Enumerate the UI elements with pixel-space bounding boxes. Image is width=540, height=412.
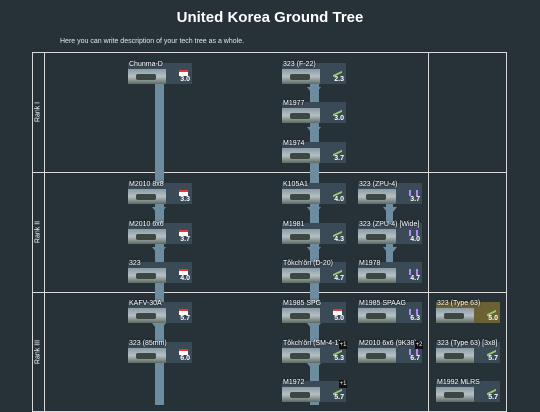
vehicle-card-kafv-30a[interactable]: KAFV-30A 5.7 [128, 300, 192, 323]
vehicle-thumbnail [282, 348, 320, 363]
vehicle-thumbnail [128, 69, 166, 84]
vehicle-thumbnail [282, 229, 320, 244]
light-tank-icon [179, 349, 188, 355]
spaa-icon [409, 349, 418, 355]
vehicle-thumbnail [128, 268, 166, 283]
vehicle-thumbnail [282, 108, 320, 123]
vehicle-card-tokchon-d20[interactable]: Tŏkch'ŏn (D-20) 4.7 [282, 260, 346, 283]
vehicle-card-323-zpu4[interactable]: 323 (ZPU-4) 3.7 [358, 181, 422, 204]
vehicle-thumbnail [358, 268, 396, 283]
vehicle-card-323-zpu4-wide[interactable]: 323 (ZPU-4) [Wide] 4.0 [358, 221, 422, 244]
vehicle-thumbnail [282, 148, 320, 163]
spaa-icon [409, 309, 418, 315]
vehicle-card-323-type63-3x8[interactable]: 323 (Type 63) [3x8] 5.7 [436, 340, 500, 363]
arrow-down-icon [307, 247, 321, 256]
vehicle-thumbnail [436, 308, 474, 323]
f22-line-connector [310, 84, 319, 405]
vehicle-card-323-85mm[interactable]: 323 (85mm) 6.0 [128, 340, 192, 363]
rank-label-2: Rank II [34, 220, 42, 244]
rank-label-3: Rank III [34, 339, 42, 365]
vehicle-card-m1977[interactable]: M1977 3.0 [282, 100, 346, 123]
folder-count-badge: +2 [415, 341, 423, 349]
vehicle-thumbnail [282, 189, 320, 204]
vehicle-thumbnail [436, 387, 474, 402]
vehicle-card-323-type63[interactable]: 323 (Type 63) 5.0 [436, 300, 500, 323]
vehicle-card-m1992-mlrs[interactable]: M1992 MLRS 5.7 [436, 379, 500, 402]
arrow-down-icon [152, 207, 166, 216]
arrow-down-icon [383, 207, 397, 216]
vehicle-thumbnail [282, 268, 320, 283]
arrow-down-icon [383, 247, 397, 256]
vehicle-thumbnail [436, 348, 474, 363]
page-title: United Korea Ground Tree [176, 9, 364, 26]
vehicle-card-m1974[interactable]: M1974 3.7 [282, 140, 346, 163]
folder-count-badge: +1 [339, 341, 347, 349]
arrow-down-icon [307, 207, 321, 216]
premium-column-divider [428, 52, 429, 412]
vehicle-thumbnail [358, 348, 396, 363]
arrow-down-icon [307, 323, 321, 332]
light-tank-icon [179, 269, 188, 275]
light-tank-icon [333, 309, 342, 315]
rank-label-1: Rank I [34, 101, 42, 123]
vehicle-card-m1985-spg[interactable]: M1985 SPG 5.0 [282, 300, 346, 323]
light-tank-icon [179, 70, 188, 76]
arrow-down-icon [307, 363, 321, 372]
vehicle-thumbnail [128, 229, 166, 244]
vehicle-thumbnail [358, 308, 396, 323]
tree-description: Here you can write description of your t… [60, 38, 245, 45]
vehicle-thumbnail [282, 387, 320, 402]
vehicle-card-m2010-8x8[interactable]: M2010 8x8 3.3 [128, 181, 192, 204]
chunma-line-connector [155, 84, 164, 405]
light-tank-icon [179, 309, 188, 315]
vehicle-card-m1972[interactable]: M1972 +1 5.7 [282, 379, 347, 402]
vehicle-card-m2010-9k38[interactable]: M2010 6x6 (9K38) +2 6.7 [358, 340, 423, 363]
arrow-down-icon [307, 127, 321, 136]
vehicle-card-tokchon-sm41[interactable]: Tŏkch'ŏn (SM-4-1) +1 5.3 [282, 340, 347, 363]
rank-column-divider [44, 52, 45, 412]
spaa-icon [409, 269, 418, 275]
arrow-down-icon [307, 87, 321, 96]
arrow-down-icon [152, 247, 166, 256]
spaa-icon [409, 190, 418, 196]
vehicle-thumbnail [128, 348, 166, 363]
arrow-down-icon [152, 323, 166, 332]
rank-divider-2 [32, 292, 507, 293]
vehicle-thumbnail [128, 308, 166, 323]
light-tank-icon [179, 230, 188, 236]
vehicle-card-323[interactable]: 323 4.0 [128, 260, 192, 283]
vehicle-thumbnail [358, 189, 396, 204]
vehicle-card-m1978[interactable]: M1978 4.7 [358, 260, 422, 283]
vehicle-card-m2010-6x6[interactable]: M2010 6x6 3.7 [128, 221, 192, 244]
vehicle-thumbnail [128, 189, 166, 204]
spaa-icon [409, 230, 418, 236]
rank-divider-1 [32, 172, 507, 173]
vehicle-card-chunma-d[interactable]: Chunma-D 3.0 [128, 61, 192, 84]
vehicle-thumbnail [282, 69, 320, 84]
vehicle-thumbnail [282, 308, 320, 323]
folder-count-badge: +1 [339, 380, 347, 388]
vehicle-card-323-f22[interactable]: 323 (F-22) 2.3 [282, 61, 346, 84]
vehicle-card-m1985-spaag[interactable]: M1985 SPAAG 6.3 [358, 300, 422, 323]
light-tank-icon [179, 190, 188, 196]
vehicle-thumbnail [358, 229, 396, 244]
vehicle-card-k105a1[interactable]: K105A1 4.0 [282, 181, 346, 204]
vehicle-card-m1981[interactable]: M1981 4.3 [282, 221, 346, 244]
